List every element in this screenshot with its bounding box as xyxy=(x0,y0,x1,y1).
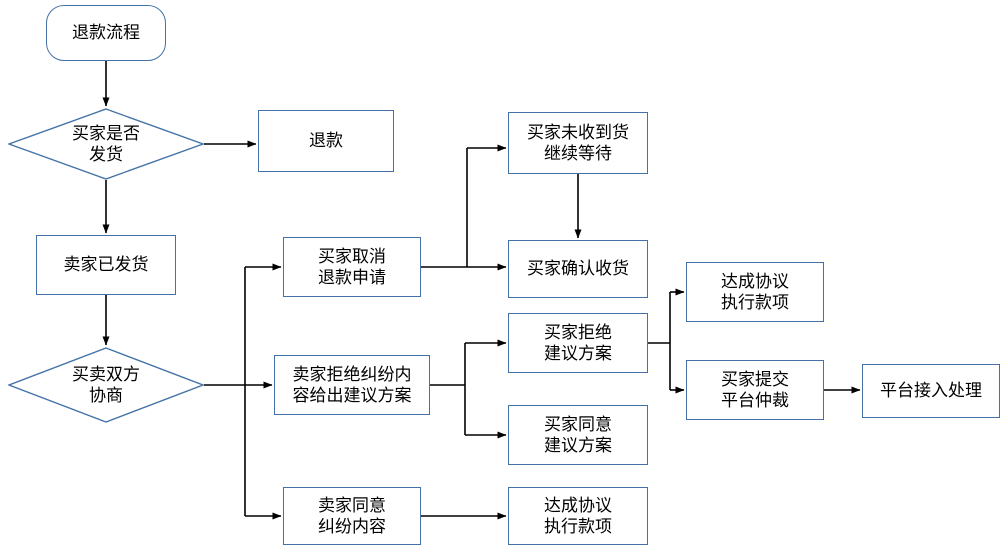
node-seller-reject-dispute[interactable]: 卖家拒绝纠纷内 容给出建议方案 xyxy=(274,355,430,415)
node-seller-shipped[interactable]: 卖家已发货 xyxy=(36,235,176,295)
node-platform-handle[interactable]: 平台接入处理 xyxy=(862,364,1000,418)
node-both-negotiate-decision[interactable]: 买卖双方 协商 xyxy=(8,347,204,423)
node-buyer-cancel-refund[interactable]: 买家取消 退款申请 xyxy=(283,237,421,297)
diamond-shape xyxy=(8,108,204,180)
node-seller-shipped-label: 卖家已发货 xyxy=(63,255,149,275)
node-agreement-payment-2[interactable]: 达成协议 执行款项 xyxy=(508,487,648,545)
node-buyer-accept-plan-label: 买家同意 建议方案 xyxy=(544,414,612,455)
node-buyer-shipped-decision[interactable]: 买家是否 发货 xyxy=(8,108,204,180)
node-seller-reject-dispute-label: 卖家拒绝纠纷内 容给出建议方案 xyxy=(292,364,412,405)
node-refund-label: 退款 xyxy=(309,131,343,151)
node-refund[interactable]: 退款 xyxy=(258,110,394,172)
node-agreement-payment-1-label: 达成协议 执行款项 xyxy=(721,271,789,312)
node-buyer-not-received[interactable]: 买家未收到货 继续等待 xyxy=(508,112,648,174)
node-buyer-submit-arbitration[interactable]: 买家提交 平台仲裁 xyxy=(686,360,824,420)
node-agreement-payment-1[interactable]: 达成协议 执行款项 xyxy=(686,262,824,322)
node-buyer-reject-plan[interactable]: 买家拒绝 建议方案 xyxy=(508,313,648,373)
node-seller-accept-dispute-label: 卖家同意 纠纷内容 xyxy=(318,495,386,536)
node-buyer-accept-plan[interactable]: 买家同意 建议方案 xyxy=(508,405,648,465)
node-buyer-submit-arbitration-label: 买家提交 平台仲裁 xyxy=(721,369,789,410)
node-buyer-confirm-receipt-label: 买家确认收货 xyxy=(527,259,629,279)
node-agreement-payment-2-label: 达成协议 执行款项 xyxy=(544,495,612,536)
diamond-shape xyxy=(8,347,204,423)
node-start[interactable]: 退款流程 xyxy=(46,5,166,61)
node-platform-handle-label: 平台接入处理 xyxy=(880,381,982,401)
node-start-label: 退款流程 xyxy=(72,23,140,43)
node-buyer-shipped-label: 买家是否 发货 xyxy=(72,123,140,164)
node-buyer-not-received-label: 买家未收到货 继续等待 xyxy=(527,122,629,163)
node-buyer-reject-plan-label: 买家拒绝 建议方案 xyxy=(544,322,612,363)
node-buyer-confirm-receipt[interactable]: 买家确认收货 xyxy=(508,240,648,298)
node-both-negotiate-label: 买卖双方 协商 xyxy=(72,364,140,405)
node-buyer-cancel-refund-label: 买家取消 退款申请 xyxy=(318,246,386,287)
node-seller-accept-dispute[interactable]: 卖家同意 纠纷内容 xyxy=(283,487,421,545)
